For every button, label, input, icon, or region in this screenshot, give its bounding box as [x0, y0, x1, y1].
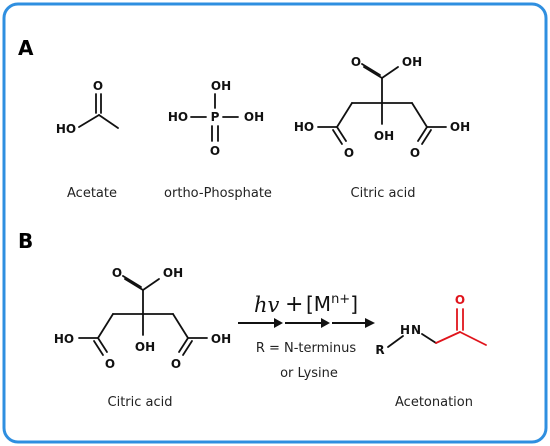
- reaction-arrow: [238, 318, 375, 328]
- metal-bracket: ]: [350, 292, 358, 316]
- phosphate-right-oh: OH: [244, 110, 264, 124]
- acetate-label: Acetate: [67, 186, 117, 201]
- phosphate-label: ortho-Phosphate: [164, 186, 272, 201]
- plus-sign: +: [285, 292, 303, 317]
- citric-a-left-ho: HO: [294, 120, 314, 134]
- acetonation-label: Acetonation: [395, 395, 473, 410]
- acetate-hydroxyl: HO: [56, 122, 76, 136]
- citric-acid-structure-a: O OH OH HO O OH O: [294, 55, 470, 160]
- product-r-group: R: [375, 343, 384, 357]
- citric-acid-label-b: Citric acid: [108, 395, 173, 410]
- panel-a-letter: A: [18, 36, 34, 60]
- product-n-atom: N: [411, 323, 421, 337]
- citric-a-left-oxygen: O: [344, 146, 354, 160]
- metal-charge: n+: [331, 292, 350, 307]
- metal-symbol: [M: [306, 292, 331, 316]
- citric-a-central-oh: OH: [374, 129, 394, 143]
- phosphorus-atom: P: [211, 110, 220, 124]
- citric-b-top-oh: OH: [163, 266, 183, 280]
- citric-acid-structure-b: O OH OH HO O OH O: [54, 266, 231, 371]
- citric-acid-label-a: Citric acid: [351, 186, 416, 201]
- citric-a-top-oh: OH: [402, 55, 422, 69]
- phosphate-left-ho: HO: [168, 110, 188, 124]
- citric-a-right-oxygen: O: [410, 146, 420, 160]
- citric-b-central-oh: OH: [135, 340, 155, 354]
- product-ketone-oxygen: O: [455, 293, 465, 307]
- product-h-atom: H: [400, 323, 410, 337]
- citric-b-left-ho: HO: [54, 332, 74, 346]
- panel-b-letter: B: [18, 229, 33, 253]
- phosphate-bottom-oxygen: O: [210, 144, 220, 158]
- citric-b-right-oxygen: O: [171, 357, 181, 371]
- phosphate-top-oh: OH: [211, 79, 231, 93]
- citric-a-top-oxygen: O: [351, 55, 361, 69]
- citric-b-right-oh: OH: [211, 332, 231, 346]
- citric-a-right-oh: OH: [450, 120, 470, 134]
- r-definition-line-2: or Lysine: [280, 366, 338, 381]
- metal-ion: [Mn+]: [306, 292, 358, 316]
- acetate-structure: O HO: [56, 79, 119, 136]
- acetate-oxygen: O: [93, 79, 103, 93]
- citric-b-left-oxygen: O: [105, 357, 115, 371]
- citric-b-top-oxygen: O: [112, 266, 122, 280]
- light-symbol: hv: [254, 293, 280, 317]
- acetonation-structure: R H N O: [375, 293, 487, 357]
- phosphate-structure: P OH HO OH O: [168, 79, 264, 158]
- r-definition-line-1: R = N-terminus: [256, 341, 357, 356]
